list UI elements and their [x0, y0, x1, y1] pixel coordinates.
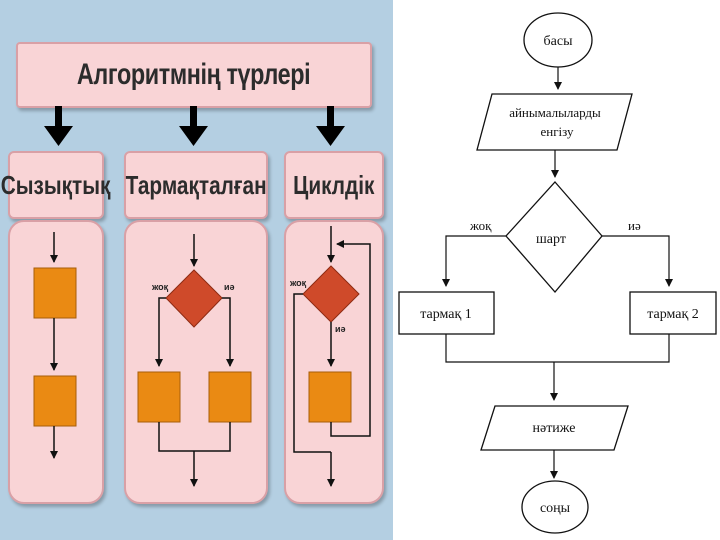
cyclic-category-label: Циклдік	[293, 169, 375, 200]
branching-decision-diamond	[165, 269, 223, 328]
input-label-line2: енгізу	[540, 124, 574, 139]
branching-diagram-panel	[124, 220, 268, 504]
cyclic-flow-diagram: жоқ иә	[289, 226, 371, 487]
input-node	[476, 93, 633, 151]
linear-category-label: Сызықтық	[1, 169, 111, 200]
branching-yes-label: иә	[224, 282, 235, 292]
branch-1-label: тармақ 1	[420, 307, 472, 322]
condition-label: шарт	[536, 232, 566, 247]
down-arrow-icon	[316, 106, 345, 146]
branching-block-right	[208, 371, 252, 423]
left-diagrams-drawing: жоқ иә жоқ иә	[33, 106, 371, 487]
input-label: айнымалыларды	[509, 105, 601, 120]
branch-2-node	[629, 291, 717, 335]
yes-branch-label: иә	[628, 218, 641, 233]
cyclic-category-box: Циклдік	[284, 151, 384, 219]
condition-node	[505, 181, 603, 293]
down-arrow-icon	[44, 106, 73, 146]
algorithm-types-title: Алгоритмнің түрлері	[77, 58, 311, 91]
branch-2-label: тармақ 2	[647, 307, 699, 322]
cyclic-decision-diamond	[302, 265, 360, 323]
cyclic-yes-label: иә	[335, 324, 346, 334]
end-node	[521, 480, 589, 534]
branching-flowchart-panel: басы айнымалыларды енгізу шарт жоқ иә та…	[393, 0, 720, 540]
no-branch-label: жоқ	[469, 218, 492, 233]
output-node	[480, 405, 629, 451]
start-label: басы	[544, 34, 574, 49]
end-label: соңы	[540, 501, 571, 516]
output-label: нәтиже	[532, 421, 575, 436]
linear-flow-diagram	[33, 232, 77, 459]
down-arrow-icon	[179, 106, 208, 146]
cyclic-block	[308, 371, 352, 423]
branching-flowchart: басы айнымалыларды енгізу шарт жоқ иә та…	[398, 12, 717, 534]
branching-block-left	[137, 371, 181, 423]
branching-category-label: Тармақталған	[125, 169, 267, 200]
branching-no-label: жоқ	[151, 282, 169, 292]
linear-category-box: Сызықтық	[1, 151, 111, 219]
linear-block-2	[33, 375, 77, 427]
algorithm-types-panel: Алгоритмнің түрлері Сызықтық Тармақталға…	[0, 0, 393, 540]
linear-block-1	[33, 267, 77, 319]
branch-1-node	[398, 291, 495, 335]
branching-flow-diagram: жоқ иә	[137, 234, 252, 487]
cyclic-no-label: жоқ	[289, 278, 307, 288]
branching-category-box: Тармақталған	[124, 151, 268, 219]
algorithm-types-title-box: Алгоритмнің түрлері	[16, 42, 372, 108]
